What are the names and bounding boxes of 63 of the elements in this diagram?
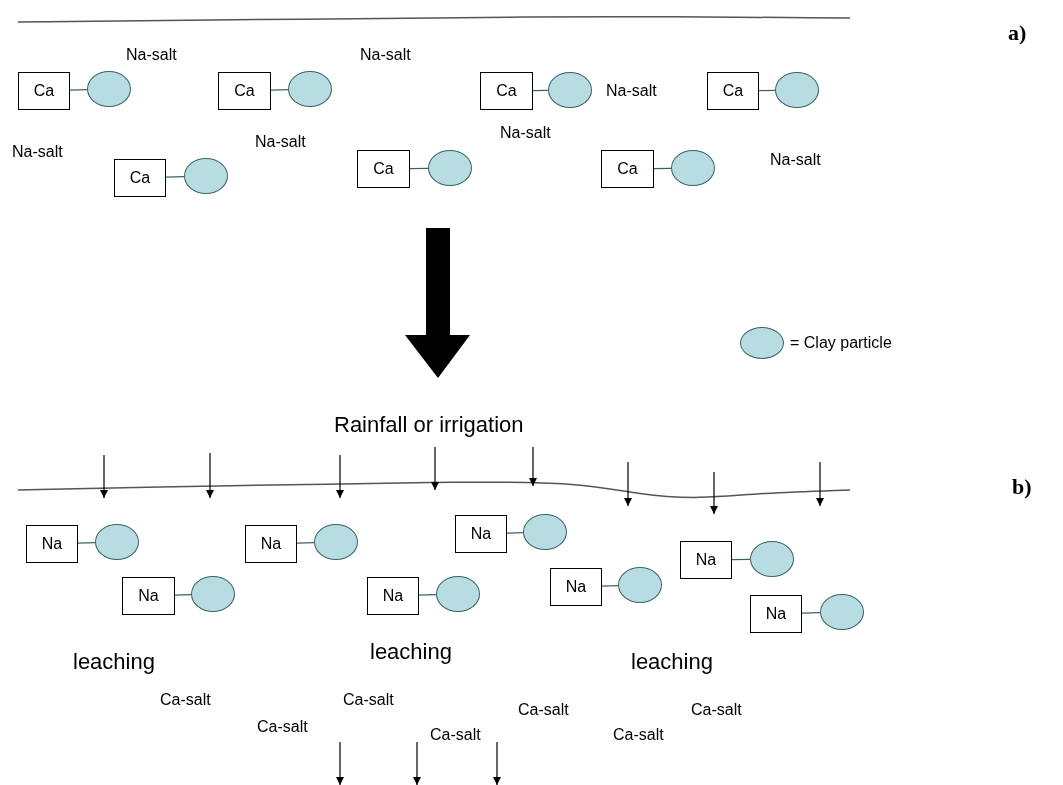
ion-label: Na-salt <box>255 134 306 150</box>
ion-box: Na <box>245 525 297 563</box>
clay-particle <box>775 72 819 108</box>
ion-label: Ca-salt <box>160 692 211 708</box>
clay-particle <box>523 514 567 550</box>
ion-box: Na <box>680 541 732 579</box>
ion-box: Na <box>455 515 507 553</box>
connector-line <box>296 542 315 544</box>
clay-particle <box>87 71 131 107</box>
process-label: leaching <box>73 651 155 673</box>
ion-box: Ca <box>114 159 166 197</box>
panel-label: a) <box>1008 22 1027 44</box>
ion-label: Na-salt <box>500 125 551 141</box>
ion-label: Ca-salt <box>613 727 664 743</box>
clay-particle <box>184 158 228 194</box>
clay-particle <box>428 150 472 186</box>
ion-label: Na-salt <box>770 152 821 168</box>
connector-line <box>601 585 619 587</box>
connector-line <box>174 594 192 596</box>
ion-label: Ca-salt <box>691 702 742 718</box>
clay-particle <box>671 150 715 186</box>
ion-box: Na <box>367 577 419 615</box>
connector-line <box>165 176 185 178</box>
panel-label: b) <box>1012 476 1032 498</box>
connector-line <box>270 89 289 91</box>
ion-box: Ca <box>601 150 654 188</box>
connector-line <box>731 558 751 561</box>
connector-line <box>418 594 437 596</box>
clay-particle <box>820 594 864 630</box>
ion-box: Ca <box>18 72 70 110</box>
ion-label: Na-salt <box>126 47 177 63</box>
ion-box: Ca <box>218 72 271 110</box>
ion-label: Ca-salt <box>518 702 569 718</box>
ion-box: Ca <box>480 72 533 110</box>
ion-box: Na <box>26 525 78 563</box>
clay-particle <box>618 567 662 603</box>
clay-particle <box>95 524 139 560</box>
connector-line <box>801 612 821 614</box>
process-label: leaching <box>631 651 713 673</box>
process-label: leaching <box>370 641 452 663</box>
connector-line <box>69 89 88 91</box>
clay-particle <box>436 576 480 612</box>
ion-box: Na <box>550 568 602 606</box>
connector-line <box>409 167 429 170</box>
ion-label: Na-salt <box>12 144 63 160</box>
ion-box: Ca <box>707 72 759 110</box>
ion-label: Na-salt <box>606 83 657 99</box>
connector-line <box>77 542 96 544</box>
legend-label: = Clay particle <box>790 334 892 352</box>
clay-particle <box>191 576 235 612</box>
ion-box: Na <box>122 577 175 615</box>
ion-box: Na <box>750 595 802 633</box>
process-label: Rainfall or irrigation <box>334 414 524 436</box>
ion-label: Ca-salt <box>343 692 394 708</box>
clay-particle <box>548 72 592 108</box>
clay-particle <box>288 71 332 107</box>
ion-label: Ca-salt <box>430 727 481 743</box>
ion-box: Ca <box>357 150 410 188</box>
ion-label: Ca-salt <box>257 719 308 735</box>
ion-label: Na-salt <box>360 47 411 63</box>
clay-particle <box>750 541 794 577</box>
clay-particle <box>314 524 358 560</box>
connector-line <box>506 532 524 534</box>
